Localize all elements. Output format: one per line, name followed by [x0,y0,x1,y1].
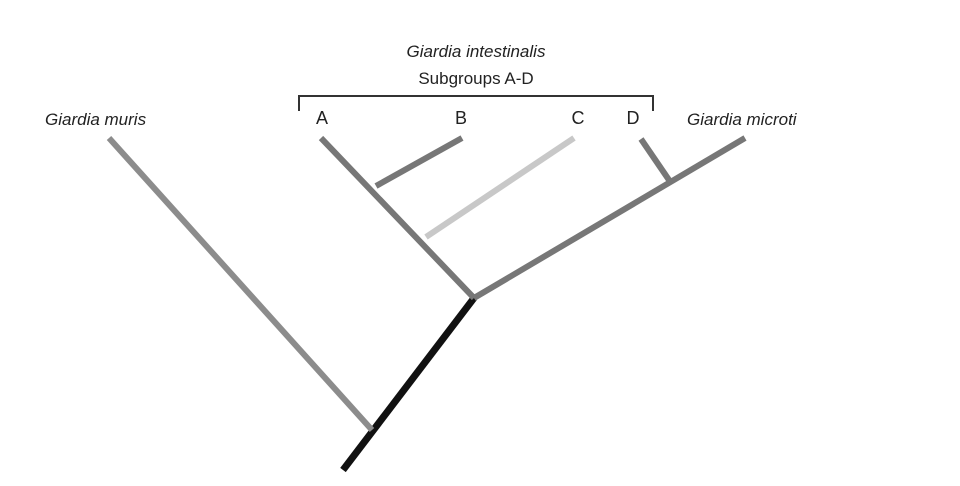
leaf-label-a: A [316,108,328,128]
leaf-label-giardia-muris: Giardia muris [45,110,147,129]
leaf-label-c: C [572,108,585,128]
subgroup-bracket [298,95,654,111]
branch-giardia-muris [106,135,375,433]
branch-microti-d [472,135,747,301]
branch-a [318,135,477,301]
branch-b [374,135,464,189]
branch-d [638,137,672,182]
branch-root [340,295,477,473]
leaf-label-d: D [627,108,640,128]
giardia-intestinalis-label: Giardia intestinalis [407,42,546,61]
leaf-label-giardia-microti: Giardia microti [687,110,798,129]
leaf-label-b: B [455,108,467,128]
branch-c [424,135,576,240]
subgroups-label: Subgroups A-D [418,69,533,88]
